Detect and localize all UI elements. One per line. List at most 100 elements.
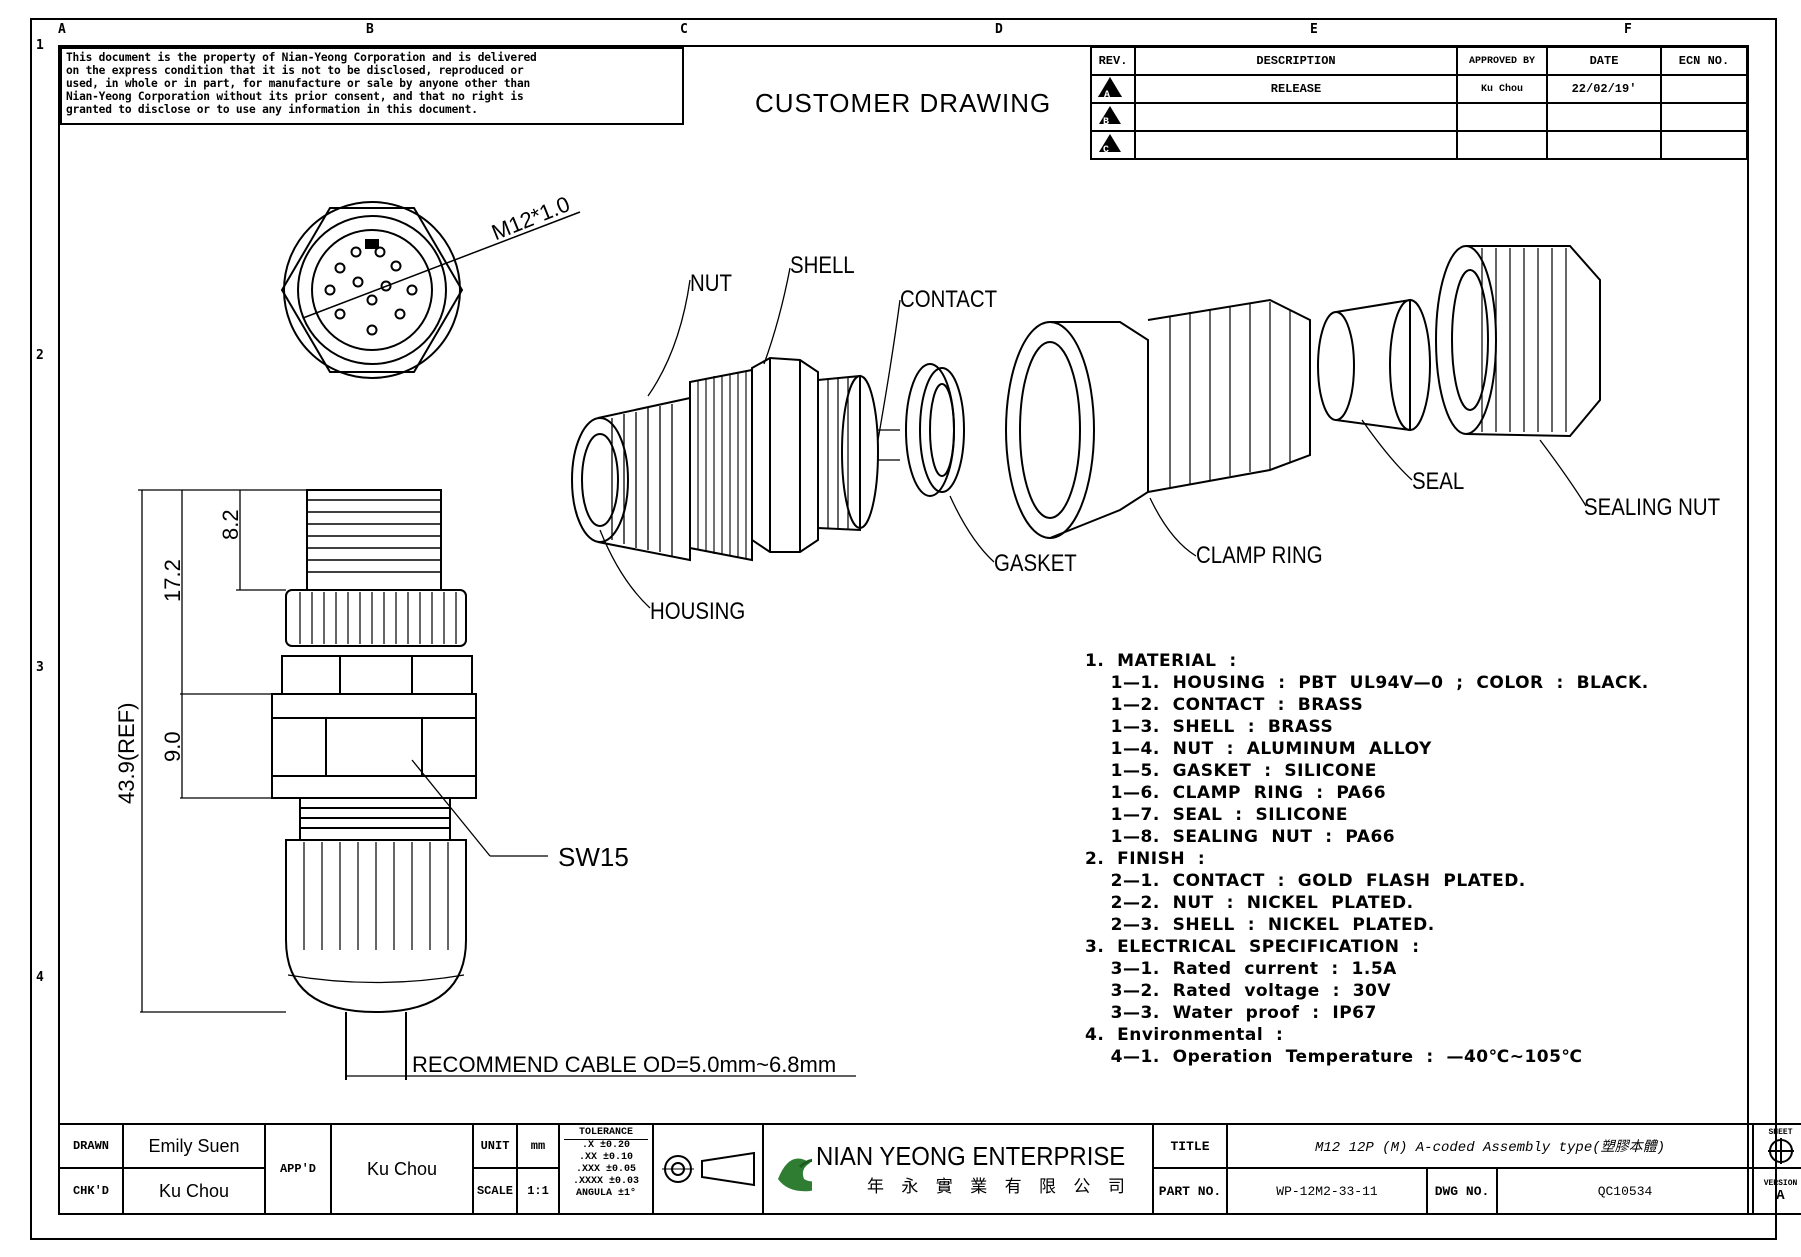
zone-col-c: C xyxy=(680,22,688,37)
dim-9-0: 9.0 xyxy=(160,731,185,762)
unit-label: UNIT xyxy=(472,1123,518,1169)
tolerance-row: .XX ±0.10 xyxy=(578,1152,633,1163)
zone-col-a: A xyxy=(58,22,66,37)
rev-a-description: RELEASE xyxy=(1134,74,1458,104)
zone-row-1: 1 xyxy=(36,38,44,53)
rev-c-description xyxy=(1134,130,1458,160)
wrench-size: SW15 xyxy=(558,842,629,872)
chkd-label: CHK'D xyxy=(58,1167,124,1215)
rev-triangle-c: C xyxy=(1090,130,1136,160)
label-sealing-nut: SEALING NUT xyxy=(1584,494,1721,521)
partno-label: PART NO. xyxy=(1152,1167,1228,1215)
note-line: 3—3. Water proof : IP67 xyxy=(1085,1003,1377,1023)
label-nut: NUT xyxy=(690,270,732,297)
zone-col-b: B xyxy=(366,22,374,37)
zone-col-d: D xyxy=(995,22,1003,37)
version-value: A xyxy=(1776,1187,1785,1204)
note-line: 1—4. NUT : ALUMINUM ALLOY xyxy=(1085,739,1432,759)
note-line: 1—1. HOUSING : PBT UL94V—0 ; COLOR : BLA… xyxy=(1085,673,1649,693)
note-line: 3—1. Rated current : 1.5A xyxy=(1085,959,1397,979)
note-line: 1—2. CONTACT : BRASS xyxy=(1085,695,1364,715)
rev-b-ecn xyxy=(1660,102,1748,132)
label-housing: HOUSING xyxy=(650,598,746,625)
title-block: DRAWN Emily Suen CHK'D Ku Chou APP'D Ku … xyxy=(58,1123,1801,1215)
rev-a-date: 22/02/19' xyxy=(1546,74,1662,104)
zone-row-4: 4 xyxy=(36,970,44,985)
label-gasket: GASKET xyxy=(994,550,1077,577)
rev-c-date xyxy=(1546,130,1662,160)
note-line: 4. Environmental : xyxy=(1085,1025,1284,1045)
drawn-label: DRAWN xyxy=(58,1123,124,1169)
drawn-by: Emily Suen xyxy=(122,1123,266,1169)
revision-table: REV. DESCRIPTION APPROVED BY DATE ECN NO… xyxy=(1090,46,1748,160)
notice-line: This document is the property of Nian-Ye… xyxy=(66,51,537,64)
sheet-crosshair-icon xyxy=(1767,1137,1794,1164)
sheet-box: SHEET xyxy=(1752,1123,1801,1169)
rev-a-ecn xyxy=(1660,74,1748,104)
version-box: VERSION A xyxy=(1752,1167,1801,1215)
tolerance-box: TOLERANCE .X ±0.20 .XX ±0.10 .XXX ±0.05 … xyxy=(558,1123,654,1215)
label-contact: CONTACT xyxy=(900,286,998,313)
drawing-title: M12 12P (M) A-coded Assembly type(塑膠本體) xyxy=(1226,1123,1754,1169)
dwgno-label: DWG NO. xyxy=(1426,1167,1498,1215)
customer-drawing-heading: CUSTOMER DRAWING xyxy=(755,88,1052,118)
sheet-border xyxy=(30,18,1777,1240)
note-line: 3—2. Rated voltage : 30V xyxy=(1085,981,1392,1001)
specification-notes: 1. MATERIAL : 1—1. HOUSING : PBT UL94V—0… xyxy=(1085,650,1649,1068)
cable-note: RECOMMEND CABLE OD=5.0mm~6.8mm xyxy=(412,1052,837,1077)
side-view xyxy=(138,489,856,1080)
appd-label: APP'D xyxy=(264,1123,332,1215)
note-line: 2—2. NUT : NICKEL PLATED. xyxy=(1085,893,1414,913)
tolerance-row: ANGULA ±1° xyxy=(575,1188,636,1199)
notice-line: Nian-Yeong Corporation without its prior… xyxy=(66,90,524,103)
notice-line: granted to disclose or to use any inform… xyxy=(66,103,478,116)
label-shell: SHELL xyxy=(790,252,855,279)
zone-col-e: E xyxy=(1310,22,1318,37)
tolerance-row: .X ±0.20 xyxy=(581,1140,630,1151)
checked-by: Ku Chou xyxy=(122,1167,266,1215)
company-name-en: NIAN YEONG ENTERPRISE xyxy=(815,1141,1126,1171)
rev-a-approved: Ku Chou xyxy=(1456,74,1548,104)
note-line: 1. MATERIAL : xyxy=(1085,651,1237,671)
note-line: 2. FINISH : xyxy=(1085,849,1206,869)
rev-c-ecn xyxy=(1660,130,1748,160)
note-line: 1—6. CLAMP RING : PA66 xyxy=(1085,783,1387,803)
date-header: DATE xyxy=(1546,46,1662,76)
part-number: WP-12M2-33-11 xyxy=(1226,1167,1428,1215)
projection-symbol xyxy=(652,1123,764,1215)
rev-triangle-a: A xyxy=(1090,74,1136,104)
company-name-zh: 年 永 實 業 有 限 公 司 xyxy=(867,1177,1131,1197)
rev-b-date xyxy=(1546,102,1662,132)
sheet-label: SHEET xyxy=(1768,1127,1793,1137)
approved-by: Ku Chou xyxy=(330,1123,474,1215)
company-logo-icon xyxy=(778,1158,812,1192)
scale-label: SCALE xyxy=(472,1167,518,1215)
label-clamp-ring: CLAMP RING xyxy=(1196,542,1323,569)
note-line: 1—5. GASKET : SILICONE xyxy=(1085,761,1377,781)
unit-value: mm xyxy=(516,1123,560,1169)
dim-17-2: 17.2 xyxy=(160,559,185,602)
rev-b-approved xyxy=(1456,102,1548,132)
zone-row-3: 3 xyxy=(36,660,44,675)
scale-value: 1:1 xyxy=(516,1167,560,1215)
tolerance-title: TOLERANCE xyxy=(564,1127,648,1140)
notice-line: used, in whole or in part, for manufactu… xyxy=(66,77,531,90)
front-view xyxy=(280,201,581,379)
rev-triangle-b: B xyxy=(1090,102,1136,132)
note-line: 4—1. Operation Temperature : —40℃~105℃ xyxy=(1085,1047,1583,1067)
note-line: 1—3. SHELL : BRASS xyxy=(1085,717,1334,737)
ecn-header: ECN NO. xyxy=(1660,46,1748,76)
rev-c-approved xyxy=(1456,130,1548,160)
tolerance-row: .XXXX ±0.03 xyxy=(572,1176,639,1187)
description-header: DESCRIPTION xyxy=(1134,46,1458,76)
third-angle-projection-icon xyxy=(662,1151,755,1187)
exploded-view xyxy=(571,245,1601,609)
zone-row-2: 2 xyxy=(36,348,44,363)
dim-total: 43.9(REF) xyxy=(114,702,139,804)
tolerance-row: .XXX ±0.05 xyxy=(575,1164,636,1175)
zone-col-f: F xyxy=(1624,22,1632,37)
note-line: 2—1. CONTACT : GOLD FLASH PLATED. xyxy=(1085,871,1526,891)
note-line: 1—7. SEAL : SILICONE xyxy=(1085,805,1348,825)
rev-header: REV. xyxy=(1090,46,1136,76)
